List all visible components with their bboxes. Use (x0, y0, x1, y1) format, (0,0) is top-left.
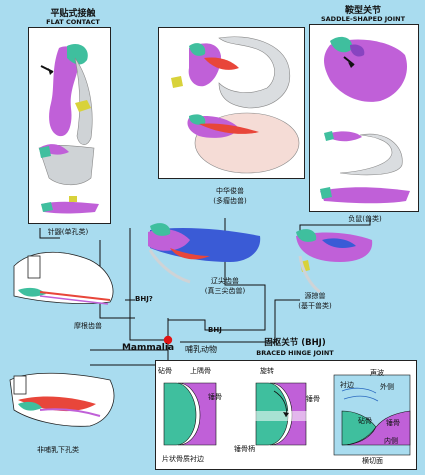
bhj-cross-section-label: 横切面 (362, 457, 383, 465)
echidna-specimen (38, 43, 99, 214)
sinobaatar-paren-label: (多瘤齿兽) (213, 197, 247, 205)
mammalia-node (163, 335, 173, 345)
origolestes-label: 源掠兽 (304, 292, 326, 300)
bhj-medial-label: 内侧 (384, 437, 398, 445)
bhj-lamina-label: 片状骨质衬边 (162, 455, 204, 463)
bhj-panel: 砧骨 上隅骨 锤骨 片状骨质衬边 锤骨柄 旋转 锤骨 衬边 声波 外侧 砧骨 锤… (155, 360, 417, 470)
saddle-title-en: SADDLE-SHAPED JOINT (320, 15, 406, 23)
sinobaatar-panel (158, 27, 305, 179)
opossum-panel (309, 24, 419, 212)
flat-contact-title-en: FLAT CONTACT (46, 18, 100, 26)
sinobaatar-specimen (171, 36, 300, 174)
bhj-lateral-label: 外侧 (380, 383, 394, 391)
bhj-incus-label: 砧骨 (158, 367, 172, 375)
bhj-manubrium-label: 锤骨柄 (234, 445, 255, 453)
saddle-title-zh: 鞍型关节 (344, 6, 381, 16)
bhj-surangular-label: 上隅骨 (190, 367, 211, 375)
flat-contact-title-zh: 平贴式接触 (50, 9, 96, 19)
opossum-specimen (320, 36, 410, 204)
echidna-panel (28, 27, 111, 224)
bhj-title-zh: 固枢关节 (BHJ) (264, 338, 326, 348)
liaoconodon-paren-label: (真三尖齿兽) (204, 287, 246, 295)
bhj-lining-label: 衬边 (340, 381, 354, 389)
mammalia-label-zh: 哺乳动物 (185, 345, 217, 354)
bhj-schematics (163, 374, 411, 456)
bhj-rotation-label: 旋转 (260, 367, 274, 375)
liaoconodon-label: 辽尖齿兽 (211, 277, 239, 285)
bhj-soundwave-label: 声波 (370, 369, 384, 377)
mammalia-label-en: Mammalia (121, 343, 175, 353)
bhj-incus-label-2: 砧骨 (358, 417, 372, 425)
sinobaatar-label: 中华俊兽 (216, 187, 244, 195)
bhj-title-en: BRACED HINGE JOINT (256, 349, 334, 357)
bhj-malleus-label-3: 锤骨 (386, 419, 400, 427)
cynodont-label: 非哺乳下孔类 (37, 446, 79, 454)
bhj-question-label: BHJ? (135, 295, 153, 303)
opossum-label: 负鼠(兽类) (348, 215, 382, 223)
origolestes-paren-label: (基干兽类) (298, 302, 332, 310)
echidna-label: 针鼹(单孔类) (47, 228, 89, 236)
morganucodon-label: 摩根齿兽 (74, 322, 102, 330)
bhj-malleus-label-2: 锤骨 (306, 395, 320, 403)
bhj-malleus-label: 锤骨 (208, 393, 222, 401)
bhj-label: BHJ (208, 326, 222, 334)
